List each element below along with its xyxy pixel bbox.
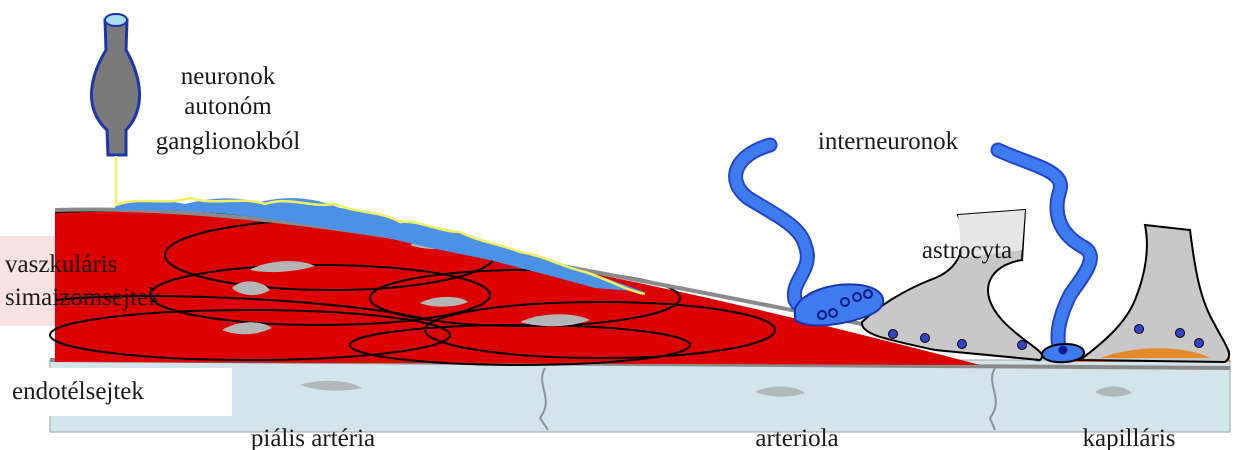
label-neurons-line3: ganglionokból	[156, 128, 300, 155]
label-arteriole: arteriola	[755, 425, 838, 450]
interneuron-left	[736, 145, 884, 325]
label-capillary: kapilláris	[1082, 425, 1175, 450]
label-astrocyte: astrocyta	[922, 237, 1012, 264]
astrocyte-right	[1080, 225, 1229, 362]
astrocyte-left	[862, 210, 1042, 360]
label-interneurons: interneuronok	[818, 128, 959, 155]
label-endothelial: endotélsejtek	[12, 378, 144, 405]
label-smooth-muscle-line1: vaszkuláris	[5, 251, 117, 278]
label-neurons-line1: neuronok	[181, 63, 276, 90]
neuron-body-icon	[91, 20, 139, 155]
label-neurons-line2: autonóm	[184, 93, 272, 120]
label-smooth-muscle-line2: simaizomsejtek	[5, 284, 161, 311]
autonomic-neuron	[91, 14, 139, 155]
label-pial-artery: piális artéria	[251, 425, 375, 450]
interneuron-icon	[736, 145, 820, 309]
